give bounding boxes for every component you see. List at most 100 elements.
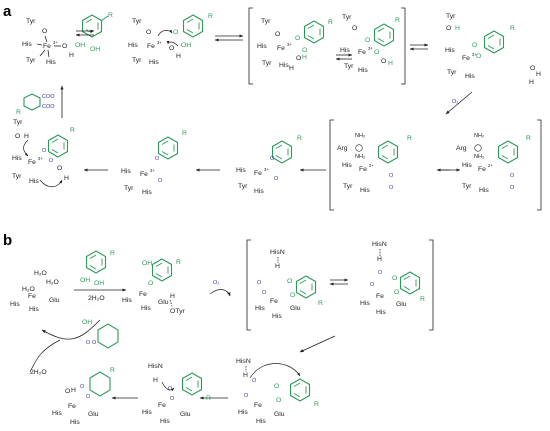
oxygen-atom: O bbox=[276, 397, 281, 404]
tyr-ligand: Tyr bbox=[344, 63, 354, 70]
semiquinone-superoxo-b: HisN H O O Fe His His Glu R O O bbox=[360, 241, 425, 316]
oxygen-atom: O bbox=[148, 280, 153, 287]
substituent-r: R bbox=[328, 19, 333, 26]
resting-fe-site: Tyr O His Fe 3+ O H Tyr His bbox=[22, 18, 74, 66]
panel-label-a: a bbox=[3, 3, 12, 20]
superoxide-oxygen: O bbox=[389, 185, 394, 191]
his-ligand: His bbox=[376, 309, 386, 316]
oxygen-atom: O bbox=[168, 386, 173, 392]
oxidation-state: 3+ bbox=[472, 52, 477, 57]
superoxide-oxygen: O bbox=[389, 173, 394, 179]
iron-center: Fe bbox=[140, 171, 148, 178]
peroxo-oxygen: O bbox=[274, 176, 279, 182]
substituent-r: R bbox=[110, 250, 115, 257]
oxygen-atom: O bbox=[296, 55, 301, 62]
carboxylate-label: COO bbox=[42, 104, 55, 110]
oxygen-atom: O bbox=[173, 29, 178, 36]
tyr-ligand: Tyr bbox=[132, 57, 142, 64]
his-ligand: His bbox=[479, 187, 489, 194]
tyr-ligand: Tyr bbox=[26, 18, 36, 25]
arg-residue: Arg bbox=[337, 145, 348, 152]
tyr-ligand: Tyr bbox=[261, 18, 271, 25]
his-ligand: His bbox=[462, 162, 472, 169]
equilibrium-arrow bbox=[335, 53, 353, 61]
his-ligand: His bbox=[272, 313, 282, 320]
catechol-substrate: R OH OH bbox=[75, 12, 113, 53]
his-ligand: His bbox=[141, 305, 151, 312]
oxygen-atom: O bbox=[274, 383, 279, 390]
his-ligand: His bbox=[342, 162, 352, 169]
substituent-r: R bbox=[70, 127, 75, 134]
superoxide-oxygen: O bbox=[510, 185, 515, 191]
his-ligand: His bbox=[465, 73, 475, 80]
hydrogen-atom: H bbox=[243, 372, 248, 379]
oxygen-atom: O bbox=[295, 35, 300, 42]
his-residue: HisN bbox=[372, 241, 387, 248]
oxidation-state: 3+ bbox=[38, 156, 43, 161]
muconate-product: R COO COO bbox=[16, 93, 55, 116]
oxidation-state: 2+ bbox=[488, 163, 493, 168]
oxygen-atom: O bbox=[252, 378, 257, 384]
equilibrium-arrow bbox=[214, 34, 244, 42]
radical-adduct: Arg NH₂ NH₂ His Fe 2+ Tyr His R O O bbox=[456, 133, 531, 194]
his-residue: HisN bbox=[270, 249, 285, 256]
hydrogen-atom: H bbox=[170, 293, 175, 300]
his-ligand: His bbox=[279, 62, 289, 69]
equilibrium-arrow bbox=[409, 43, 429, 51]
alkylperoxo-intermediate-b: HisN H O O Fe His His Glu R O O bbox=[236, 358, 319, 425]
oxygen-atom: O bbox=[530, 65, 535, 72]
substrate-binding-complex: Tyr O His Fe 3+ O H Tyr His R O OH bbox=[128, 13, 213, 66]
oxygen-atom: O bbox=[381, 58, 386, 65]
glu-ligand: Glu bbox=[158, 299, 169, 306]
iron-center: Fe bbox=[28, 293, 36, 300]
dioxygen-addition-b: O₂ bbox=[209, 280, 231, 297]
tyr-ligand: Tyr bbox=[447, 69, 457, 76]
iron-center: Fe bbox=[254, 170, 262, 177]
oxidation-state: 3+ bbox=[287, 42, 292, 47]
hydrogen-atom: H bbox=[64, 175, 69, 182]
bracket bbox=[246, 239, 251, 331]
hydroxyl-label: OH bbox=[94, 280, 104, 287]
his-residue: HisN bbox=[236, 358, 251, 365]
his-ligand: His bbox=[46, 59, 56, 66]
tyr-ligand: Tyr bbox=[342, 14, 352, 21]
his-ligand: His bbox=[360, 187, 370, 194]
substituent-r: R bbox=[176, 259, 181, 266]
oxidation-state: 2+ bbox=[369, 163, 374, 168]
hydrogen-atom: H bbox=[388, 60, 393, 67]
water-ligand: H₂O bbox=[22, 286, 35, 293]
substituent-r: R bbox=[108, 12, 113, 19]
oxygen-atom: O bbox=[394, 289, 399, 296]
product-release-b: 2H₂O OH O O bbox=[29, 319, 119, 376]
hydrogen-atom: H bbox=[153, 377, 158, 384]
dioxygen-label: O₂ bbox=[213, 280, 219, 286]
oxygen-atom: O bbox=[57, 165, 62, 172]
substituent-r: R bbox=[16, 109, 21, 116]
water-ligand: H₂O bbox=[46, 279, 59, 286]
equilibrium-arrow bbox=[329, 278, 349, 286]
oxygen-atom: O bbox=[365, 37, 370, 44]
iron-center: Fe bbox=[270, 298, 278, 305]
substituent-r: R bbox=[395, 17, 400, 24]
his-ligand: His bbox=[29, 178, 39, 185]
carboxylate-label: COO bbox=[42, 94, 55, 100]
his-ligand: His bbox=[149, 59, 159, 66]
hydroxyl-label: OH bbox=[75, 42, 85, 49]
substituent-r: R bbox=[314, 401, 319, 408]
substituent-r: R bbox=[110, 367, 115, 374]
oxygen-atom: O bbox=[374, 49, 379, 56]
iron-center: Fe bbox=[43, 43, 51, 50]
his-ligand: His bbox=[22, 41, 32, 48]
oxygen-atom: O bbox=[155, 156, 160, 162]
iron-center: Fe bbox=[147, 43, 155, 50]
bracket bbox=[401, 7, 406, 85]
oxygen-atom: O bbox=[476, 53, 481, 60]
criegee-intermediate: His Fe 3+ Tyr His R O O bbox=[121, 130, 187, 196]
water-uptake-label: 2H₂O bbox=[30, 369, 47, 376]
equilibrium-arrow bbox=[75, 29, 95, 37]
oxygen-atom: O bbox=[62, 43, 67, 50]
catecholate-complex-b: R OH O Fe His His Glu H OTyr bbox=[122, 258, 185, 315]
iron-center: Fe bbox=[359, 166, 367, 173]
arg-residue: Arg bbox=[456, 145, 467, 152]
